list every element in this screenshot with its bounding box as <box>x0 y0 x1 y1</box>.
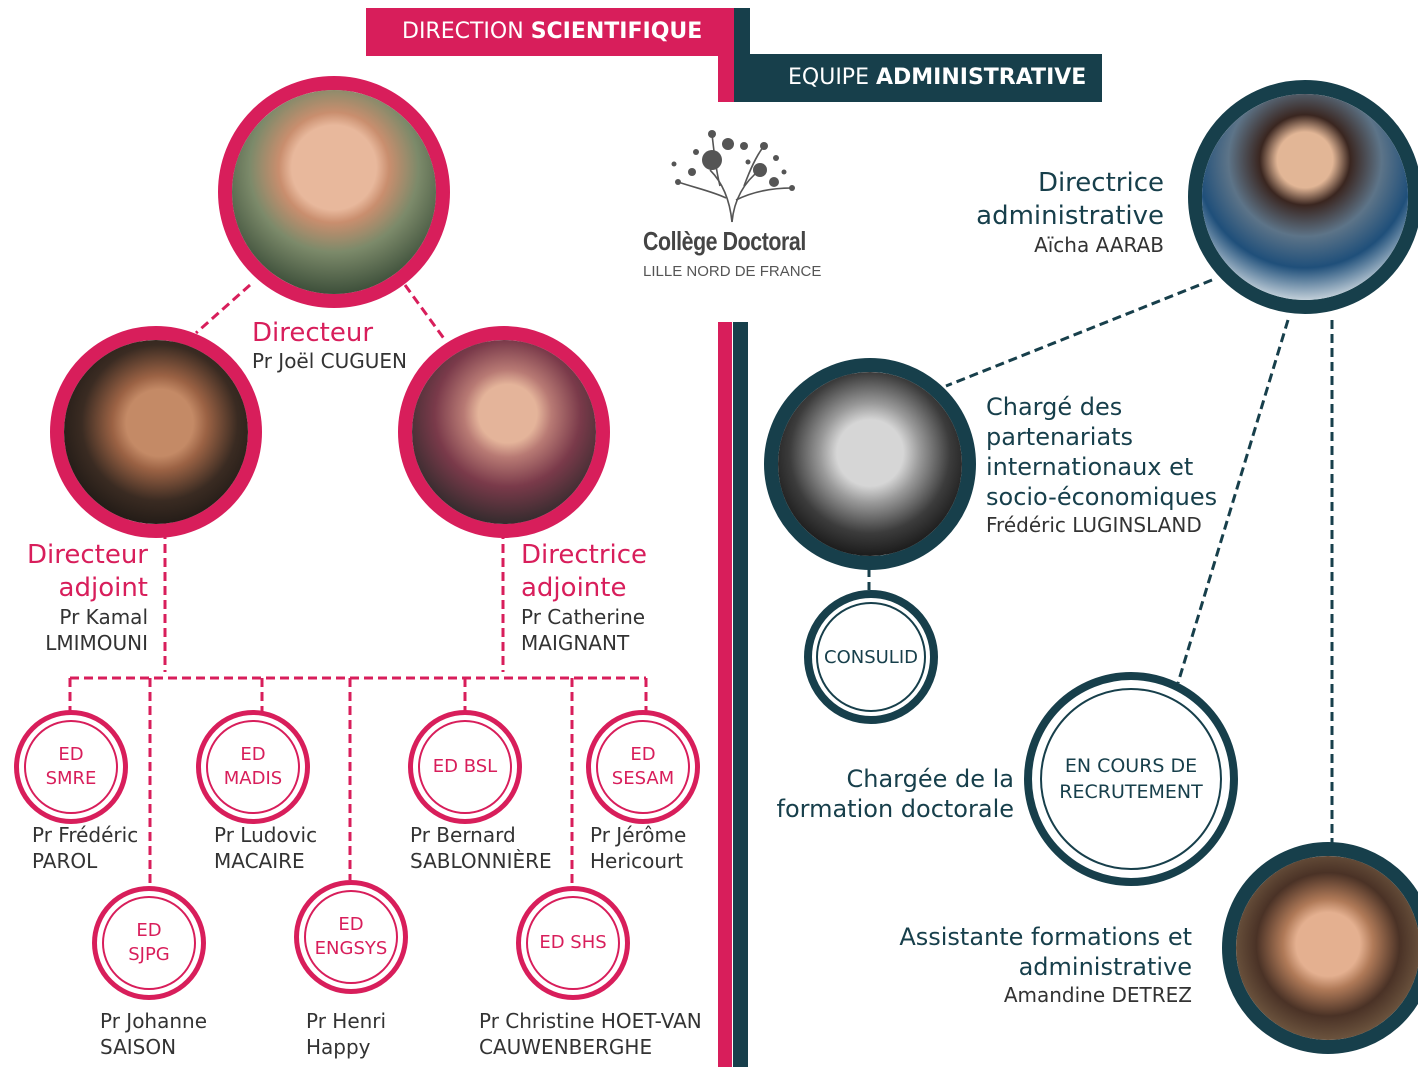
school-person-line2: CAUWENBERGHE <box>479 1035 653 1059</box>
school-label-sesam: ED SESAM <box>596 720 690 814</box>
school-label-line1: ED <box>136 920 162 941</box>
equipe-administrative-banner: EQUIPE ADMINISTRATIVE <box>734 54 1102 102</box>
school-circle-inner-ring <box>24 720 118 814</box>
school-circle-inner-ring <box>526 896 620 990</box>
deputy-right-name-line1: Pr Catherine <box>521 605 646 629</box>
admin-director-name: Aïcha AARAB <box>1034 233 1164 257</box>
school-label-sjpg: ED SJPG <box>102 896 196 990</box>
admin-director-role-line1: Directrice <box>1037 168 1164 198</box>
training-status-line2: RECRUTEMENT <box>1059 781 1203 803</box>
school-label-smre: ED SMRE <box>24 720 118 814</box>
assistant-role-line1: Assistante formations et <box>899 923 1192 951</box>
school-label-line1: ED SHS <box>539 932 607 953</box>
partnerships-role-line1: Chargé des <box>986 393 1123 421</box>
school-person-line1: Pr Bernard <box>410 823 516 847</box>
school-person-line1: Pr Ludovic <box>214 823 318 847</box>
school-person-line1: Pr Frédéric <box>32 823 139 847</box>
school-label-line2: MADIS <box>223 768 283 789</box>
admin-director-photo <box>1202 94 1408 300</box>
school-label-bsl: ED BSL <box>418 720 512 814</box>
school-person-line2: PAROL <box>32 849 98 873</box>
deputy-left-photo <box>64 340 248 524</box>
school-label-line1: ED <box>338 914 364 935</box>
deputy-right-role-line1: Directrice <box>521 540 648 570</box>
school-label-shs: ED SHS <box>526 896 620 990</box>
banner-bold-text: SCIENTIFIQUE <box>530 19 703 44</box>
school-circle-inner-ring <box>304 890 398 984</box>
college-doctoral-logo-icon <box>671 130 795 223</box>
school-label-line1: ED <box>240 744 266 765</box>
divider-teal-bottom <box>733 322 748 1067</box>
training-inner-ring <box>1040 688 1222 870</box>
school-label-line2: SJPG <box>128 944 170 965</box>
divider-pink-top <box>718 8 734 102</box>
school-label-line2: SESAM <box>611 768 675 789</box>
training-role-line2: formation doctorale <box>776 795 1014 823</box>
partnerships-role-line3: internationaux et <box>986 453 1194 481</box>
school-circle-inner-ring <box>596 720 690 814</box>
school-label-line2: SMRE <box>45 768 97 789</box>
admin-director-role-line2: administrative <box>976 201 1164 231</box>
school-label-line1: ED <box>630 744 656 765</box>
deputy-left-role-line1: Directeur <box>26 540 148 570</box>
direction-scientifique-banner: DIRECTION SCIENTIFIQUE <box>366 8 732 56</box>
partnerships-photo <box>778 372 962 556</box>
school-person-line2: SAISON <box>100 1035 177 1059</box>
school-person-line2: MACAIRE <box>214 849 305 873</box>
partnerships-name: Frédéric LUGINSLAND <box>986 513 1202 537</box>
school-person-line2: Hericourt <box>590 849 684 873</box>
director-name: Pr Joël CUGUEN <box>252 349 407 373</box>
logo-subtitle: LILLE NORD DE FRANCE <box>643 263 822 280</box>
school-person-line1: Pr Henri <box>306 1009 387 1033</box>
school-person-line2: SABLONNIÈRE <box>410 849 552 873</box>
school-label-line1: ED <box>58 744 84 765</box>
banner-light-text: EQUIPE <box>788 65 869 90</box>
logo-title: Collège Doctoral <box>643 226 806 256</box>
banner-light-text: DIRECTION <box>402 19 524 44</box>
deputy-right-name-line2: MAIGNANT <box>521 631 630 655</box>
school-circle-inner-ring <box>102 896 196 990</box>
training-role-line1: Chargée de la <box>846 765 1014 793</box>
school-label-line2: ENGSYS <box>314 938 388 959</box>
assistant-role-line2: administrative <box>1018 953 1192 981</box>
director-photo <box>232 90 436 294</box>
school-label-madis: ED MADIS <box>206 720 300 814</box>
training-status-line1: EN COURS DE <box>1064 755 1198 777</box>
school-person-line1: Pr Jérôme <box>590 823 687 847</box>
school-circle-inner-ring <box>418 720 512 814</box>
school-person-line1: Pr Christine HOET-VAN <box>479 1009 702 1033</box>
school-person-line2: Happy <box>306 1035 371 1059</box>
deputy-left-name-line2: LMIMOUNI <box>45 631 148 655</box>
school-circle-inner-ring <box>206 720 300 814</box>
deputy-left-role-line2: adjoint <box>58 573 148 603</box>
training-status-label: EN COURS DE RECRUTEMENT <box>1040 688 1222 870</box>
school-person-line1: Pr Johanne <box>100 1009 208 1033</box>
divider-teal-top <box>734 8 750 54</box>
assistant-photo <box>1236 856 1418 1040</box>
director-role: Directeur <box>252 318 374 348</box>
deputy-left-name-line1: Pr Kamal <box>59 605 148 629</box>
assistant-name: Amandine DETREZ <box>1003 983 1192 1007</box>
school-label-engsys: ED ENGSYS <box>304 890 398 984</box>
partnerships-role-line2: partenariats <box>986 423 1134 451</box>
banner-bold-text: ADMINISTRATIVE <box>875 65 1087 90</box>
consulid-inner-ring <box>816 602 926 712</box>
consulid-label: CONSULID <box>824 646 918 668</box>
school-label-line1: ED BSL <box>432 756 498 777</box>
deputy-right-role-line2: adjointe <box>521 573 627 603</box>
deputy-right-photo <box>412 340 596 524</box>
partnerships-role-line4: socio-économiques <box>986 483 1218 511</box>
divider-pink-bottom <box>718 322 732 1067</box>
